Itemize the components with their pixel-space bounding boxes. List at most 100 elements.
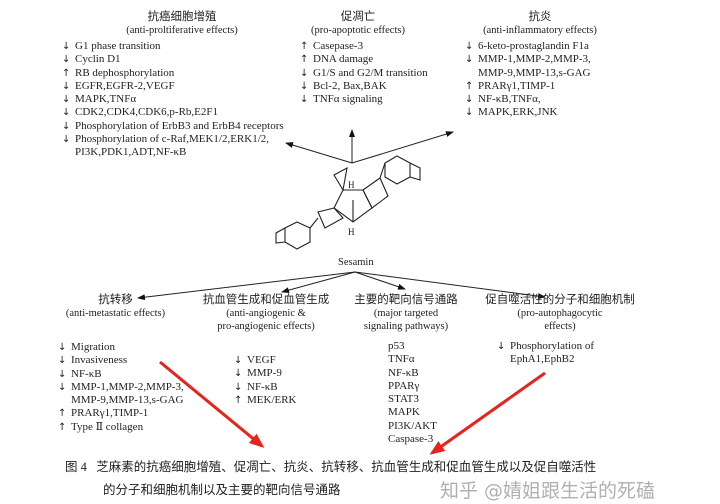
red-arrow-right: [429, 371, 546, 455]
item-text: MMP-1,MMP-2,MMP-3,: [478, 53, 591, 66]
arrow-down-icon: ↓: [62, 134, 71, 146]
arrow-down-icon: ↓: [62, 94, 71, 106]
item-text: Casepase-3: [313, 40, 364, 52]
list-item: TNFα: [388, 353, 462, 366]
section-title-en: (anti-inflammatory effects): [483, 25, 597, 36]
section-title-cn: 抗癌细胞增殖: [147, 11, 217, 23]
list-item: ↑ Casepase-3: [300, 40, 418, 53]
arrow-to-autophagy: [354, 271, 546, 300]
arrow-to-anti-inflammatory: [351, 131, 454, 164]
list-item: ↓G1 phase transition: [62, 40, 302, 53]
list-item: PPARγ: [388, 380, 462, 393]
sesamin-structure-icon: H H: [275, 155, 421, 250]
arrow-down-icon: ↓: [465, 41, 474, 52]
list-item: ↓ MAPK,ERK,JNK: [465, 106, 615, 119]
list-item: Caspase-3: [388, 433, 462, 446]
figure-label: 图 4: [65, 460, 87, 474]
arrow-down-icon: ↓: [465, 107, 474, 119]
list-item: ↓TNFα signaling: [300, 93, 418, 106]
list-item: ↑MEK/ERK: [234, 394, 334, 407]
section-title-en: pro-angiogenic effects): [217, 321, 315, 332]
bottom-arrows: [137, 271, 546, 301]
item-list: ↓ 6-keto-prostaglandin F1a ↓ MMP-1,MMP-2,MM…: [465, 40, 615, 120]
list-item: ↓ 6-keto-prostaglandin F1a: [465, 40, 615, 53]
item-text: VEGF: [247, 354, 276, 366]
item-text: PPARγ: [388, 379, 420, 392]
section-title-en: (pro-autophagocytic: [517, 308, 603, 319]
item-continuation: MMP-9,MMP-13,s-GAG: [71, 394, 184, 407]
list-item: STAT3: [388, 393, 462, 406]
arrow-down-icon: ↓: [62, 107, 71, 119]
item-text: EGFR,EGFR-2,VEGF: [75, 79, 175, 92]
list-item: ↓ Bcl-2, Bax,BAK: [300, 80, 418, 93]
list-item: ↓Invasiveness: [58, 354, 173, 367]
section-title-cn: 主要的靶向信号通路: [354, 294, 458, 306]
list-item: ↓EGFR,EGFR-2,VEGF: [62, 80, 302, 93]
arrow-up-icon: ↑: [300, 41, 309, 52]
arrow-down-icon: ↓: [234, 368, 243, 380]
list-item: ↓ CDK2,CDK4,CDK6,p-Rb,E2F1: [62, 106, 302, 119]
item-continuation: EphA1,EphB2: [510, 353, 575, 366]
section-title-cn: 抗转移: [98, 294, 133, 306]
item-text: NF-κB: [71, 367, 102, 380]
list-item: ↑RB dephosphorylation: [62, 67, 302, 80]
section-title-en: (anti-angiogenic &: [226, 308, 306, 319]
arrow-up-icon: ↑: [300, 54, 309, 66]
arrow-to-anti-proliferative: [285, 142, 353, 164]
list-item: ↓G1/S and G2/M transition: [300, 67, 428, 80]
arrow-to-pathways: [354, 271, 406, 290]
list-item: PI3K/AKT: [388, 420, 462, 433]
section-anti-inflammatory: 抗炎 (anti-inflammatory effects) ↓ 6-keto-pro…: [465, 10, 615, 120]
section-title-en: (pro-apoptotic effects): [311, 25, 405, 36]
item-list: ↓VEGF↓MMP-9↓NF-κB↑MEK/ERK: [198, 354, 334, 407]
arrow-up-icon: ↑: [58, 408, 67, 420]
section-title-en: (anti-proltiferative effects): [126, 25, 238, 36]
item-text: NF-κB,TNFα,: [478, 93, 541, 106]
list-item: ↑ PRARγ1,TIMP-1: [465, 80, 615, 93]
section-title-cn: 抗血管生成和促血管生成: [202, 294, 330, 306]
item-text: Phosphorylation of ErbB3 and ErbB4 recep…: [75, 119, 284, 132]
list-item: ↓Phosphorylation of: [497, 340, 645, 353]
item-list: ↑ Casepase-3↑DNA damage↓G1/S and G2/M tra…: [298, 40, 428, 106]
top-arrows: [285, 129, 454, 164]
arrow-down-icon: ↓: [58, 381, 67, 393]
list-item: NF-κB: [388, 367, 462, 380]
item-text: MAPK,ERK,JNK: [478, 106, 558, 119]
item-text: MAPK,TNFα: [75, 93, 137, 106]
item-text: MAPK: [388, 406, 420, 419]
arrow-down-icon: ↓: [234, 381, 243, 393]
item-text: NF-κB: [247, 380, 278, 393]
item-text: Bcl-2, Bax,BAK: [313, 79, 387, 92]
section-title-cn: 抗炎: [528, 11, 552, 23]
arrow-down-icon: ↓: [300, 80, 309, 92]
item-text: G1 phase transition: [75, 40, 161, 52]
item-text: PI3K/AKT: [388, 419, 437, 432]
arrow-down-icon: ↓: [300, 94, 309, 106]
item-text: STAT3: [388, 393, 419, 406]
arrow-down-icon: ↓: [62, 54, 71, 66]
section-title-en: (major targeted: [373, 308, 439, 319]
list-item: ↓MMP-9: [234, 367, 334, 380]
item-continuation: MMP-9,MMP-13,s-GAG: [478, 66, 591, 79]
item-text: CDK2,CDK4,CDK6,p-Rb,E2F1: [75, 106, 219, 119]
list-item: ↑DNA damage: [300, 53, 418, 66]
item-text: Phosphorylation of c-Raf,MEK1/2,ERK1/2,: [75, 133, 270, 146]
item-text: Phosphorylation of: [510, 340, 595, 352]
arrow-down-icon: ↓: [58, 368, 67, 380]
list-item: ↓ NF-κB: [58, 368, 173, 381]
arrow-down-icon: ↓: [465, 54, 474, 66]
list-item: ↓NF-κB,TNFα,: [465, 93, 615, 106]
arrow-up-icon: ↑: [234, 394, 243, 406]
section-anti-metastatic: 抗转移(anti-metastatic effects)↓Migration↓I…: [58, 293, 184, 434]
item-text: PRARγ1,TIMP-1: [478, 79, 556, 92]
arrow-down-icon: ↓: [58, 342, 67, 353]
caption-line-1: 图 4 芝麻素的抗癌细胞增殖、促凋亡、抗炎、抗转移、抗血管生成和促血管生成以及促…: [65, 459, 596, 475]
item-list: ↓Migration↓Invasiveness↓NF-κB↓MMP-1,MMP-…: [58, 341, 184, 434]
list-item: ↓Migration: [58, 341, 173, 354]
list-item: ↓VEGF: [234, 354, 334, 367]
arrow-up-icon: ↑: [465, 80, 474, 92]
svg-text:H: H: [348, 180, 355, 190]
item-text: 6-keto-prostaglandin F1a: [478, 40, 589, 52]
